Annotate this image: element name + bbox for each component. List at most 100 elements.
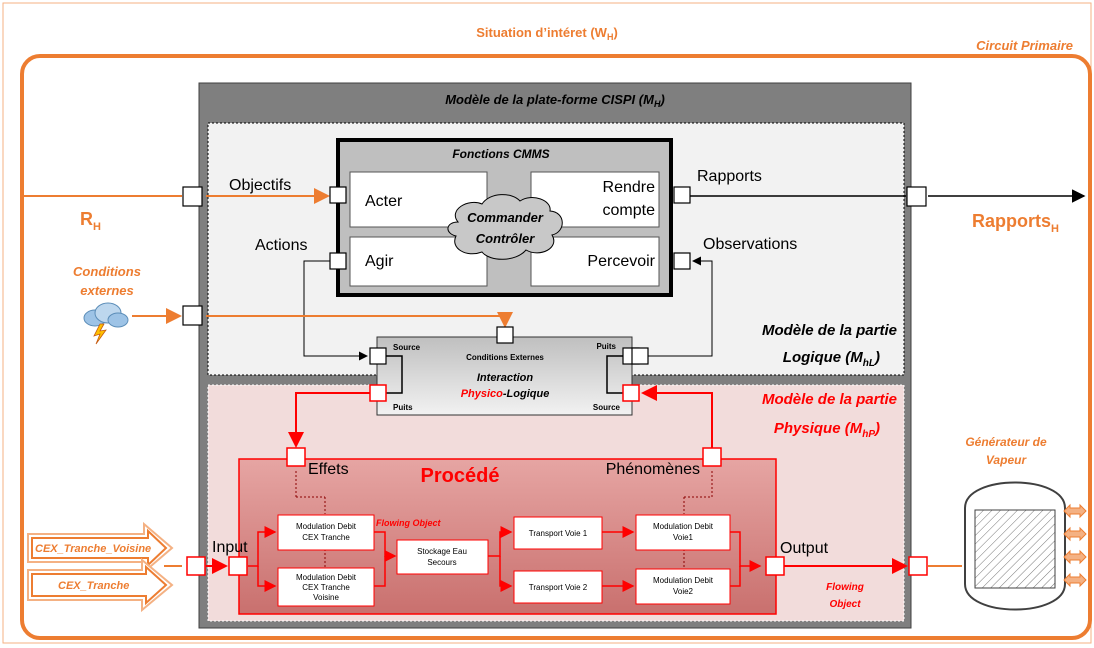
puits-to-observations-arrow bbox=[648, 256, 713, 357]
mod2-label-2: CEX Tranche bbox=[302, 583, 350, 592]
observations-label: Observations bbox=[703, 236, 797, 253]
cloud-icon bbox=[447, 194, 563, 260]
controler-label: Contrôler bbox=[476, 231, 535, 246]
transport-voie-2-block bbox=[513, 570, 603, 604]
source-loop-line bbox=[386, 355, 403, 394]
cispi-title: Modèle de la plate-forme CISPI (MH) bbox=[445, 92, 665, 109]
rh-label: RH bbox=[80, 209, 101, 233]
cex-tranche-label: CEX_Tranche bbox=[58, 580, 129, 592]
puits-to-effets-arrow bbox=[288, 392, 370, 448]
port-generator-entry bbox=[908, 556, 928, 576]
port-output bbox=[765, 556, 785, 576]
generateur-label-1: Générateur de bbox=[965, 435, 1047, 449]
port-rh bbox=[182, 186, 203, 207]
interaction-conditions-label: Conditions Externes bbox=[466, 353, 544, 362]
input-label: Input bbox=[212, 539, 248, 556]
stockage-eau-block bbox=[396, 539, 489, 575]
tv2-label: Transport Voie 2 bbox=[529, 583, 588, 592]
circuit-primaire-frame bbox=[20, 54, 1092, 640]
rapports-label: Rapports bbox=[697, 168, 762, 185]
stock-to-tv2-arrow bbox=[499, 556, 513, 592]
input-to-mod2-arrow bbox=[257, 566, 277, 592]
acter-block bbox=[349, 171, 488, 228]
port-input bbox=[228, 556, 248, 576]
port-rapports bbox=[673, 186, 691, 204]
commander-label: Commander bbox=[467, 210, 544, 225]
agir-label: Agir bbox=[365, 253, 394, 270]
stock-to-tv1-arrow bbox=[488, 526, 513, 557]
stock-label-2: Secours bbox=[427, 558, 456, 567]
mv2-to-output-line bbox=[730, 566, 741, 587]
interaction-source-bottom-label: Source bbox=[593, 403, 621, 412]
acter-label: Acter bbox=[365, 193, 403, 210]
port-rapports-h bbox=[906, 186, 927, 207]
storm-cloud-icon bbox=[83, 302, 129, 345]
logique-label-1: Modèle de la partie bbox=[762, 322, 897, 339]
port-phenomenes bbox=[702, 447, 722, 467]
transport-voie-1-block bbox=[513, 516, 603, 550]
stock-label-1: Stockage Eau bbox=[417, 547, 467, 556]
port-cex-entry bbox=[186, 556, 206, 576]
mod-debit-voie1-block bbox=[635, 514, 731, 551]
situation-title: Situation d’intéret (WH) bbox=[476, 25, 618, 42]
port-effets bbox=[286, 447, 306, 467]
phenomenes-to-source-arrow bbox=[641, 385, 713, 450]
interaction-title-2: Physico-Logique bbox=[461, 388, 550, 400]
objectifs-label: Objectifs bbox=[229, 177, 291, 194]
mod-debit-cex-tranche-block bbox=[277, 514, 375, 551]
flowing-label-2: Object bbox=[829, 599, 861, 610]
cex-voisine-label: CEX_Tranche_Voisine bbox=[35, 543, 151, 555]
generator-port-arrows bbox=[1063, 503, 1087, 588]
rapports-h-label: RapportsH bbox=[972, 211, 1059, 235]
percevoir-label: Percevoir bbox=[587, 253, 655, 270]
interaction-source-label: Source bbox=[393, 343, 421, 352]
port-puits-outer bbox=[631, 347, 649, 365]
effets-label: Effets bbox=[308, 461, 349, 478]
port-source-bottom bbox=[622, 384, 640, 402]
physique-label-2: Physique (MhP) bbox=[774, 420, 880, 440]
flowing-object-label: Flowing Object bbox=[376, 518, 442, 528]
interaction-box bbox=[376, 336, 633, 416]
mv1-label-2: Voie1 bbox=[673, 533, 694, 542]
mod2-label-3: Voisine bbox=[313, 593, 339, 602]
port-actions bbox=[329, 252, 347, 270]
port-puits-bottom bbox=[369, 384, 387, 402]
mv1-label-1: Modulation Debit bbox=[653, 522, 714, 531]
port-observations bbox=[673, 252, 691, 270]
rendre-label-2: compte bbox=[603, 202, 656, 219]
conditions-label-1: Conditions bbox=[73, 264, 141, 279]
port-objectifs bbox=[329, 186, 347, 204]
mod-debit-voie2-block bbox=[635, 568, 731, 605]
actions-label: Actions bbox=[255, 237, 307, 254]
puits-loop-line bbox=[606, 355, 623, 394]
input-to-mod1-arrow bbox=[248, 526, 277, 567]
logique-label-2: Logique (MhL) bbox=[783, 349, 880, 369]
steam-generator-icon bbox=[964, 481, 1066, 611]
physique-label-1: Modèle de la partie bbox=[762, 391, 897, 408]
mv1-to-output-arrow bbox=[730, 531, 762, 572]
mod1-to-stock-arrow bbox=[374, 531, 397, 562]
mv2-label-1: Modulation Debit bbox=[653, 576, 714, 585]
mod2-label-1: Modulation Debit bbox=[296, 573, 357, 582]
mod1-label-2: CEX Tranche bbox=[302, 533, 350, 542]
generateur-label-2: Vapeur bbox=[986, 453, 1028, 467]
interaction-puits-bottom-label: Puits bbox=[393, 403, 413, 412]
phenomenes-label: Phénomènes bbox=[606, 461, 700, 478]
tv1-label: Transport Voie 1 bbox=[529, 529, 588, 538]
port-conditions-externes bbox=[496, 326, 514, 344]
mod1-label-1: Modulation Debit bbox=[296, 522, 357, 531]
cmms-title: Fonctions CMMS bbox=[452, 147, 549, 161]
port-source bbox=[369, 347, 387, 365]
conditions-label-2: externes bbox=[80, 283, 133, 298]
rendre-label-1: Rendre bbox=[603, 179, 656, 196]
interaction-title-1: Interaction bbox=[477, 372, 534, 384]
flowing-label-1: Flowing bbox=[826, 582, 864, 593]
circuit-primaire-label: Circuit Primaire bbox=[976, 38, 1073, 53]
mv2-label-2: Voie2 bbox=[673, 587, 694, 596]
mod-debit-cex-voisine-block bbox=[277, 567, 375, 607]
cex-tranche-arrow bbox=[27, 557, 174, 613]
procede-title: Procédé bbox=[421, 465, 500, 487]
actions-to-source-arrow bbox=[303, 260, 368, 361]
